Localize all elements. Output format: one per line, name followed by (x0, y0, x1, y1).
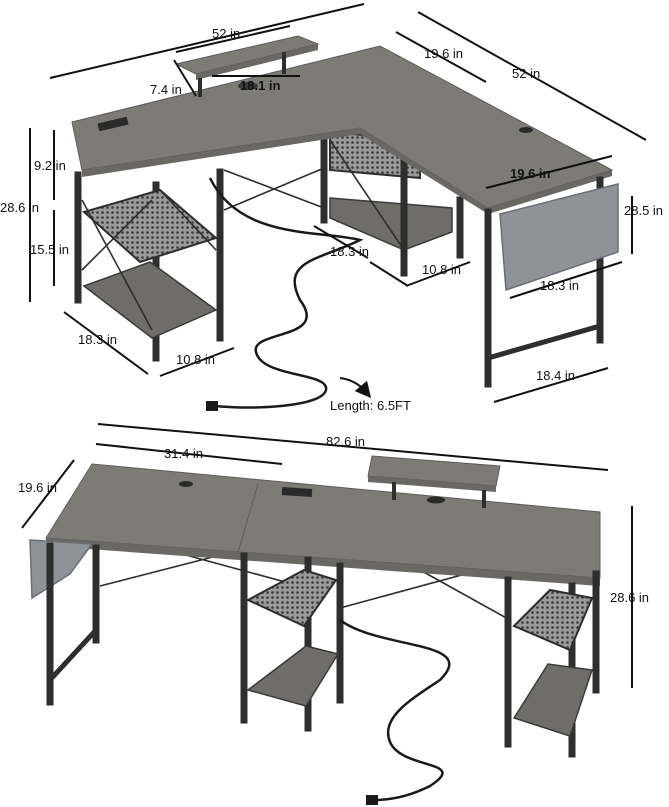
dim-height-upper: 9.2 in (34, 158, 66, 173)
mesh-shelf (245, 568, 338, 628)
storage-bag (499, 183, 619, 292)
dim-inner-width: 18.3 in (330, 244, 369, 259)
mesh-shelf (512, 588, 594, 652)
dim-side-depth: 19.6 in (510, 166, 551, 181)
dim-height: 28.6 in (610, 590, 649, 605)
dim-depth-short: 19.6 in (424, 46, 463, 61)
dim-shelf-depth: 7.4 in (150, 82, 182, 97)
dim-side-length: 52 in (512, 66, 540, 81)
dim-section-length: 31.4 in (164, 446, 203, 461)
storage-bag (29, 539, 94, 600)
wood-shelf (246, 645, 340, 707)
wood-shelf (329, 197, 453, 251)
dim-left-width: 18.3 in (78, 332, 117, 347)
dim-height-total: 28.6 in (0, 200, 39, 215)
l-shaped-desk: 52 in 7.4 in 18.1 in 19.6 in 52 in 9.2 i… (0, 3, 663, 413)
wood-shelf (82, 261, 218, 339)
dim-height-right: 28.5 in (624, 203, 663, 218)
mesh-shelf (81, 188, 219, 264)
dim-inner-depth: 10.8 in (422, 262, 461, 277)
dim-leg-span: 18.4 in (536, 368, 575, 383)
dim-top-width: 52 in (212, 26, 240, 41)
straight-desk: 82.6 in 31.4 in 19.6 in 28.6 in (18, 423, 649, 805)
cable-length-label: Length: 6.5FT (330, 398, 411, 413)
cable-arrow-icon (339, 377, 372, 399)
dim-total-length: 82.6 in (326, 434, 365, 449)
dim-bag-width: 18.3 in (540, 278, 579, 293)
dim-height-lower: 15.5 in (30, 242, 69, 257)
dim-left-depth: 10.8 in (176, 352, 215, 367)
dim-depth: 19.6 in (18, 480, 57, 495)
power-cable (339, 618, 451, 802)
wood-shelf (512, 663, 593, 737)
dim-shelf-width: 18.1 in (240, 78, 281, 93)
